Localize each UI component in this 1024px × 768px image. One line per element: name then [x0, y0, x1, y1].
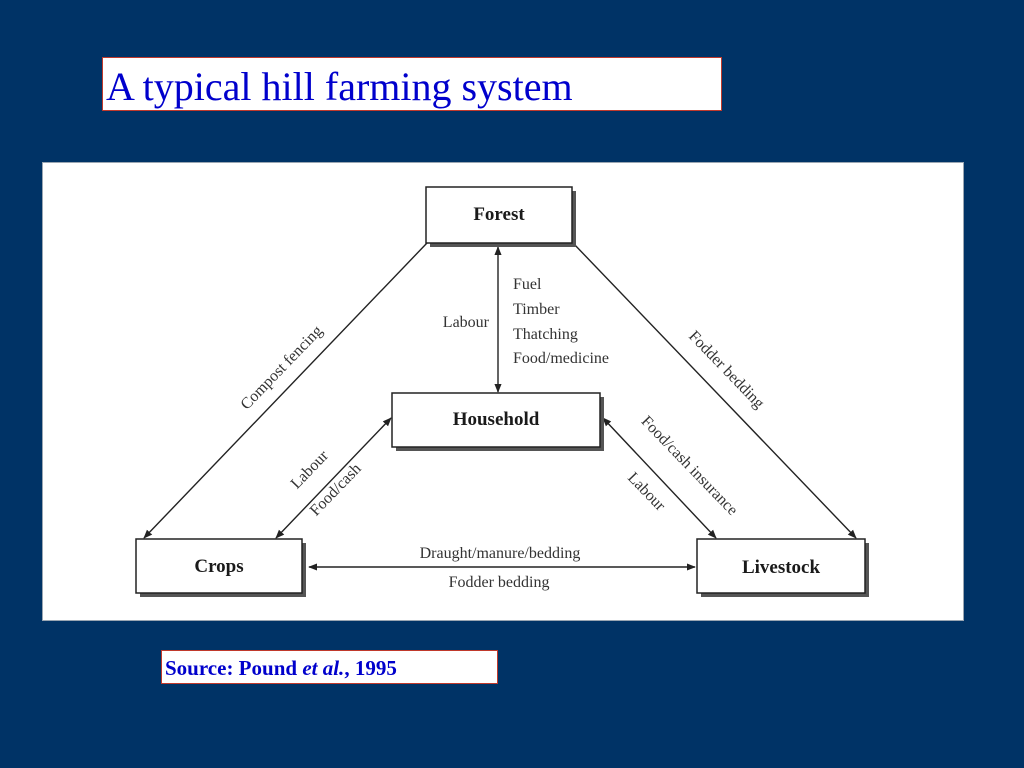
label-labour-livestock: Labour: [624, 469, 669, 515]
source-italic: et al.: [302, 656, 345, 680]
arrow-forest-livestock: [572, 242, 857, 539]
arrow-household-livestock: [602, 417, 717, 539]
label-labour-forest: Labour: [443, 314, 490, 331]
label-thatching: Thatching: [513, 326, 578, 343]
source-citation: Source: Pound et al., 1995: [165, 656, 397, 680]
node-household-label: Household: [453, 409, 540, 430]
arrow-household-crops: [275, 417, 392, 539]
label-timber: Timber: [513, 301, 560, 318]
node-livestock-label: Livestock: [742, 557, 821, 578]
source-box: Source: Pound et al., 1995: [161, 650, 498, 684]
node-forest-label: Forest: [473, 204, 525, 225]
label-food-medicine: Food/medicine: [513, 350, 609, 367]
label-draught-manure-bedding: Draught/manure/bedding: [420, 545, 581, 562]
label-fuel: Fuel: [513, 276, 542, 293]
hill-farming-diagram: Forest Household Crops Livestock Labour …: [135, 186, 869, 597]
label-compost-fencing: Compost fencing: [238, 322, 326, 413]
slide-title: A typical hill farming system: [106, 64, 573, 109]
diagram-figure: Forest Household Crops Livestock Labour …: [42, 162, 964, 621]
node-crops-label: Crops: [194, 556, 243, 577]
title-box: A typical hill farming system: [102, 57, 722, 111]
label-fodder-bedding-crops: Fodder bedding: [449, 574, 550, 591]
arrow-forest-crops: [143, 242, 428, 539]
node-forest: Forest: [425, 186, 576, 247]
node-livestock: Livestock: [696, 538, 869, 597]
source-prefix: Source: Pound: [165, 656, 303, 680]
node-crops: Crops: [135, 538, 306, 597]
source-suffix: , 1995: [344, 656, 397, 680]
label-fodder-bedding-forest: Fodder bedding: [685, 328, 767, 412]
node-household: Household: [391, 392, 604, 451]
